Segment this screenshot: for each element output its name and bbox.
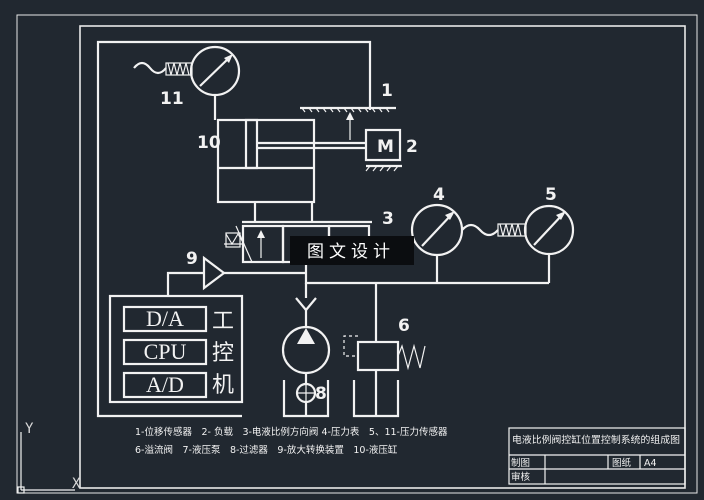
tanks <box>282 380 400 418</box>
displacement-sensor <box>300 106 396 140</box>
label-5: 5 <box>545 185 557 205</box>
load-motor: M <box>364 128 402 172</box>
checked-by-label: 审核 <box>511 471 531 483</box>
label-2: 2 <box>406 137 418 157</box>
pressure-sensor-11 <box>133 45 241 120</box>
watermark: 图文设计 <box>290 236 414 265</box>
sheet-size: A4 <box>644 458 657 469</box>
feedback-line <box>96 40 372 418</box>
pressure-line <box>304 262 549 285</box>
watermark-text: 图文设计 <box>307 242 395 262</box>
drawn-by-label: 制图 <box>511 457 530 469</box>
label-9: 9 <box>186 249 198 269</box>
label-4: 4 <box>433 185 445 205</box>
computer-char-3: 机 <box>212 373 234 398</box>
computer-char-1: 工 <box>212 309 234 334</box>
inner-frame <box>79 25 686 489</box>
motor-label: M <box>377 137 394 157</box>
da-label: D/A <box>146 306 184 331</box>
pressure-sensor-5 <box>461 204 575 283</box>
pressure-gauge-4 <box>410 203 464 283</box>
sheet-label: 图纸 <box>612 457 632 469</box>
hydraulic-cylinder <box>216 118 366 222</box>
outer-frame <box>16 14 698 494</box>
amplifier <box>166 255 306 296</box>
hydraulic-pump <box>281 283 331 416</box>
y-axis-label: Y <box>25 421 34 437</box>
label-11: 11 <box>160 89 184 109</box>
legend-line-2: 6-溢流阀 7-液压泵 8-过滤器 9-放大转换装置 10-液压缸 <box>135 444 398 456</box>
relief-valve <box>343 283 426 416</box>
cpu-label: CPU <box>144 339 187 364</box>
label-10: 10 <box>197 133 221 153</box>
label-8: 8 <box>315 384 327 404</box>
label-1: 1 <box>381 81 393 101</box>
drawing-title: 电液比例阀控缸位置控制系统的组成图 <box>512 434 680 446</box>
x-axis-label: X <box>72 476 81 492</box>
industrial-computer: D/A CPU A/D 工 控 机 <box>108 294 244 404</box>
legend-line-1: 1-位移传感器 2- 负载 3-电液比例方向阀 4-压力表 5、11-压力传感器 <box>135 426 448 438</box>
title-block: 电液比例阀控缸位置控制系统的组成图 制图 审核 图纸 A4 <box>508 427 686 485</box>
ucs-icon: Y X <box>17 421 81 494</box>
ad-label: A/D <box>146 372 184 397</box>
label-3: 3 <box>382 209 394 229</box>
label-6: 6 <box>398 316 410 336</box>
computer-char-2: 控 <box>212 341 234 366</box>
